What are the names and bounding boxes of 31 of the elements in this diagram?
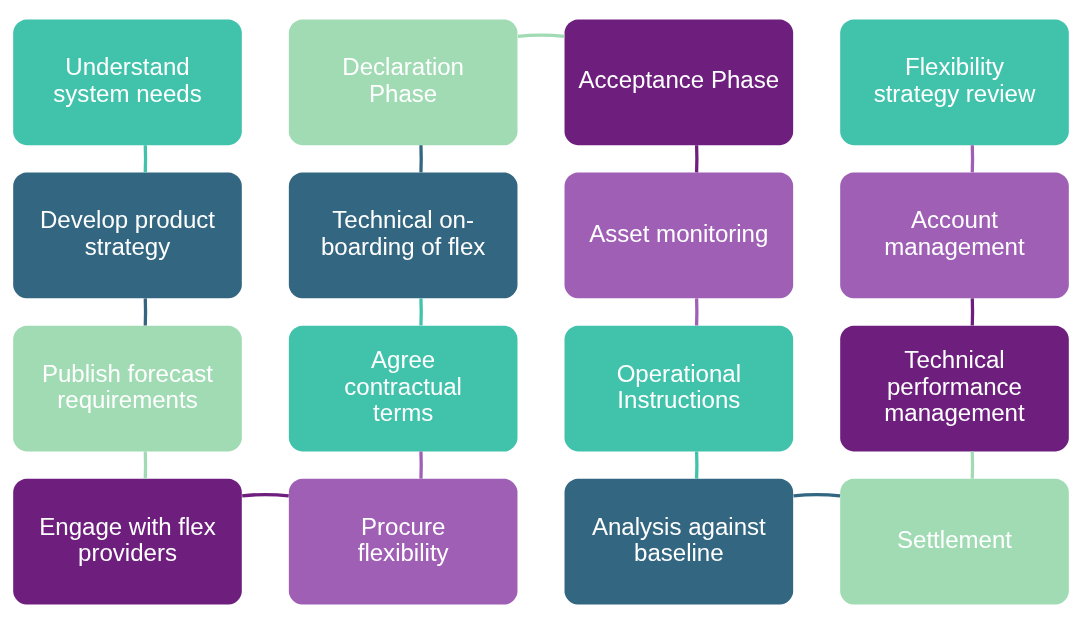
connector [695,450,699,479]
connector [143,450,148,479]
node-box: Develop product strategy [13,172,242,298]
connector [970,297,975,326]
connector [419,297,423,326]
node-box: Technical performance management [840,325,1069,451]
node-box: Operational Instructions [564,325,794,451]
connector [517,32,565,38]
node-box: Technical on-boarding of flex [288,172,518,298]
connector [695,144,699,172]
node-box: Procure flexibility [288,478,518,605]
connector [419,144,423,172]
connector [419,450,423,479]
connector [970,450,975,479]
node-box: Publish forecast requirements [13,325,242,451]
node-box: Account management [840,172,1069,298]
connector [970,144,975,172]
connector [143,144,148,172]
node-box: Analysis against baseline [564,478,794,605]
connector [793,492,841,498]
node-box: Asset monitoring [564,172,794,298]
node-box: Settlement [840,478,1069,605]
node-box: Understand system needs [13,18,242,145]
connector [143,297,148,326]
node-box: Agree contractual terms [288,325,518,451]
node-box: Engage with flex providers [13,478,242,605]
node-box: Flexibility strategy review [840,18,1069,145]
node-box: Declaration Phase [288,18,518,145]
connector [242,492,289,498]
node-box: Acceptance Phase [564,18,794,145]
connector [695,297,699,326]
